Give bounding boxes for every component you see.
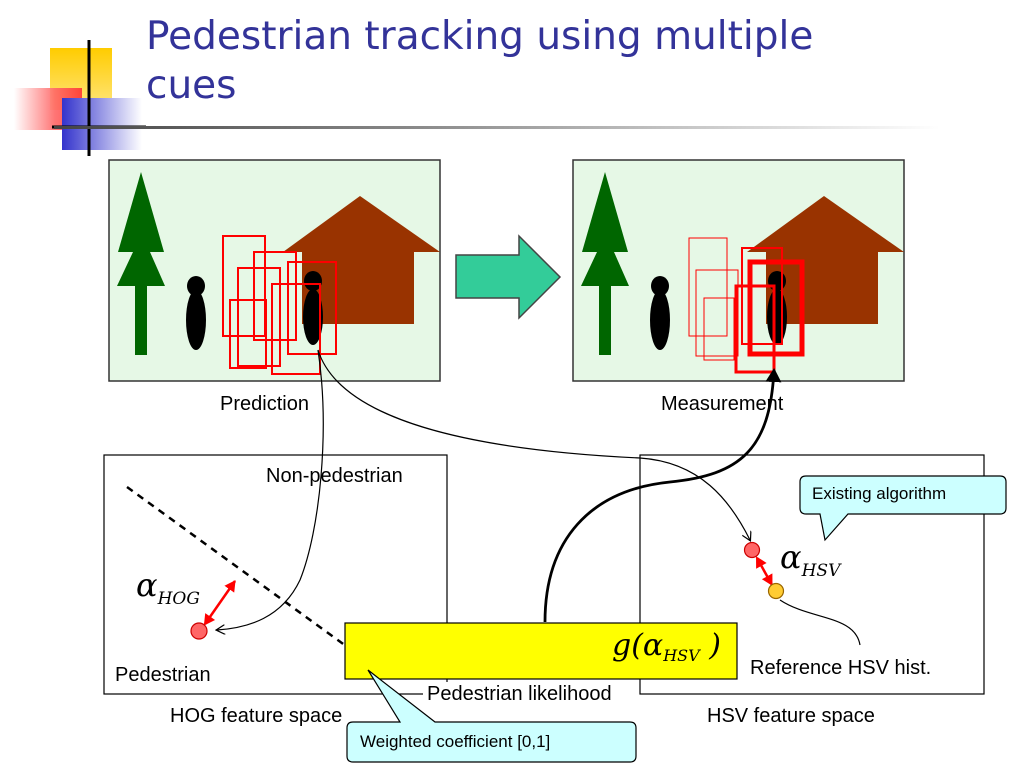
tree-trunk <box>599 285 611 355</box>
particle-box <box>695 269 739 357</box>
hsv-reference-dot <box>767 582 785 600</box>
house-roof-icon <box>747 196 904 252</box>
alpha-hsv-subscript: HSV <box>801 561 841 581</box>
hog-sample-dot <box>190 622 208 640</box>
hog-alpha-arrow <box>203 580 237 626</box>
non-pedestrian-label: Non-pedestrian <box>266 465 403 487</box>
existing-algorithm-text: Existing algorithm <box>812 484 947 503</box>
alpha-hsv-letter: α <box>780 538 802 576</box>
hsv-alpha-arrow <box>755 556 774 586</box>
transition-arrow <box>455 234 562 320</box>
reference-hist-pointer <box>779 599 861 646</box>
measurement-scene <box>572 159 905 382</box>
prediction-to-hsv-curve <box>317 349 750 540</box>
tree-trunk <box>135 285 147 355</box>
weighted-coefficient-text: Weighted coefficient [0,1] <box>360 732 551 751</box>
title-rule <box>54 126 940 129</box>
pedestrian-likelihood-label: Pedestrian likelihood <box>423 682 616 706</box>
particle-box <box>287 261 337 355</box>
prediction-label: Prediction <box>220 393 309 415</box>
existing-algorithm-callout <box>799 475 1007 542</box>
alpha-hog-letter: α <box>136 566 158 604</box>
house-roof-icon <box>283 196 440 252</box>
particle-box <box>271 283 321 375</box>
hsv-feature-space-caption: HSV feature space <box>707 705 875 727</box>
tree-icon <box>581 172 629 286</box>
particle-boxes <box>222 235 337 375</box>
prediction-to-hog-curve <box>217 349 324 630</box>
deco-blue-square <box>62 98 142 150</box>
likelihood-alpha-letter: α <box>642 628 664 663</box>
likelihood-func-prefix: g( <box>612 628 643 663</box>
hog-decision-boundary <box>126 485 347 648</box>
particle-box <box>734 284 776 374</box>
particle-box <box>237 267 281 367</box>
likelihood-box <box>344 622 738 680</box>
slide-title: Pedestrian tracking using multiple cues <box>146 14 814 108</box>
alpha-hog-subscript: HOG <box>157 589 200 609</box>
particle-box <box>703 297 735 361</box>
likelihood-func-suffix: ) <box>699 628 721 663</box>
prediction-scene <box>108 159 441 382</box>
alpha-hsv-symbol: αHSV <box>780 538 840 581</box>
likelihood-to-measurement-curve <box>543 368 782 623</box>
likelihood-alpha-subscript: HSV <box>663 646 700 665</box>
pedestrian-right-icon <box>767 271 787 345</box>
hsv-sample-dot <box>743 541 761 559</box>
weighted-boxes <box>688 237 805 374</box>
pedestrian-right-icon <box>303 271 323 345</box>
reference-hsv-label: Reference HSV hist. <box>750 657 932 679</box>
particle-box <box>253 251 297 341</box>
pedestrian-left-icon <box>650 276 670 350</box>
likelihood-formula: g(αHSV ) <box>612 628 721 665</box>
particle-box <box>688 237 728 337</box>
pedestrian-left-icon <box>186 276 206 350</box>
alpha-hog-symbol: αHOG <box>136 566 200 609</box>
particle-box <box>222 235 266 337</box>
hog-feature-space-caption: HOG feature space <box>170 704 345 728</box>
weighted-coefficient-callout <box>346 669 637 763</box>
pedestrian-label: Pedestrian <box>115 664 211 686</box>
particle-box <box>229 299 267 369</box>
tree-icon <box>117 172 165 286</box>
particle-box <box>741 247 783 345</box>
particle-box-best <box>747 259 805 357</box>
measurement-label: Measurement <box>661 393 784 415</box>
